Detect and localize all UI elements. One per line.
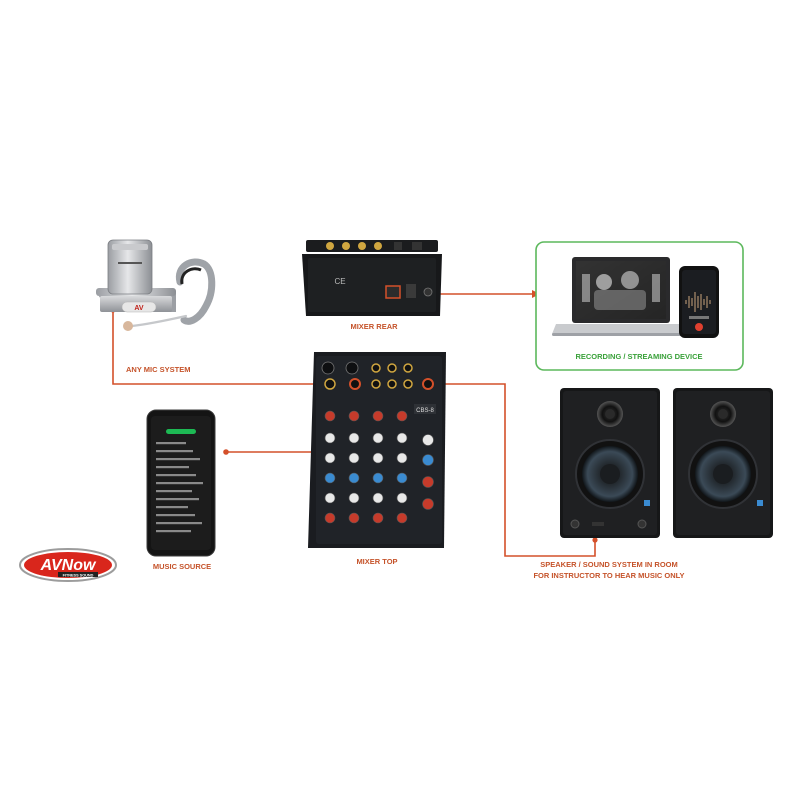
- mixer-knob: [372, 432, 384, 444]
- studio-monitor-left-icon: [560, 388, 660, 538]
- song-row: [156, 450, 193, 453]
- mixer-knob: [396, 432, 408, 444]
- mixer-knob: [348, 410, 360, 422]
- mixer-knob: [372, 512, 384, 524]
- mixer-knob: [324, 512, 336, 524]
- wireless-mic-receiver-icon: AV: [96, 239, 176, 313]
- song-row: [156, 466, 189, 469]
- mixer-knob: [396, 472, 408, 484]
- mixer-knob: [396, 452, 408, 464]
- mixer-rear-panel-icon: CE: [302, 240, 442, 316]
- song-row: [156, 514, 195, 517]
- mixer-knob: [324, 472, 336, 484]
- mixer-knob: [348, 512, 360, 524]
- label-speaker-line1: SPEAKER / SOUND SYSTEM IN ROOM: [540, 560, 678, 569]
- song-row: [156, 506, 188, 509]
- mixer-knob: [372, 410, 384, 422]
- mixer-knob: [396, 410, 408, 422]
- song-row: [156, 474, 196, 477]
- svg-text:CE: CE: [334, 277, 345, 286]
- label-music-source: MUSIC SOURCE: [153, 562, 211, 571]
- music-phone-icon: [146, 409, 216, 557]
- song-row: [156, 530, 191, 533]
- mixer-knob: [396, 492, 408, 504]
- studio-monitor-right-icon: [673, 388, 773, 538]
- label-mixer-top: MIXER TOP: [356, 557, 397, 566]
- mixer-knob: [324, 492, 336, 504]
- headset-mic-icon: [123, 258, 216, 331]
- mixer-knob: [348, 452, 360, 464]
- mixer-knob: [348, 492, 360, 504]
- label-recording: RECORDING / STREAMING DEVICE: [575, 352, 702, 361]
- avnow-logo: AVNow FITNESS SOUND: [19, 548, 117, 582]
- mixer-knob: [324, 452, 336, 464]
- mixer-knob: [372, 492, 384, 504]
- mixer-knob: [348, 472, 360, 484]
- song-row: [156, 498, 199, 501]
- song-row: [156, 490, 192, 493]
- song-row: [156, 442, 186, 445]
- line-mixer-to-speaker: [428, 383, 596, 557]
- mixer-top-panel-icon: CBS-8: [308, 352, 446, 548]
- song-row: [156, 458, 200, 461]
- line-mic-to-mixer: [112, 310, 355, 385]
- mixer-master-knob: [422, 454, 434, 466]
- song-row: [156, 482, 203, 485]
- label-speaker-line2: FOR INSTRUCTOR TO HEAR MUSIC ONLY: [533, 571, 684, 580]
- mixer-knob: [372, 452, 384, 464]
- mixer-knob: [396, 512, 408, 524]
- logo-text: AVNow: [40, 557, 97, 574]
- svg-text:AV: AV: [134, 305, 144, 312]
- logo-tagline: FITNESS SOUND: [63, 574, 94, 578]
- mixer-model-label: CBS-8: [416, 408, 434, 414]
- smartphone-icon: [679, 266, 719, 338]
- mixer-knob: [324, 432, 336, 444]
- mixer-knobs: [324, 410, 434, 524]
- laptop-icon: [552, 257, 692, 336]
- mixer-master-knob: [422, 498, 434, 510]
- song-row: [156, 522, 202, 525]
- label-any-mic: ANY MIC SYSTEM: [126, 365, 190, 374]
- mixer-knob: [372, 472, 384, 484]
- mixer-master-knob: [422, 434, 434, 446]
- label-mixer-rear: MIXER REAR: [350, 322, 398, 331]
- mixer-master-knob: [422, 476, 434, 488]
- mixer-knob: [324, 410, 336, 422]
- mixer-knob: [348, 432, 360, 444]
